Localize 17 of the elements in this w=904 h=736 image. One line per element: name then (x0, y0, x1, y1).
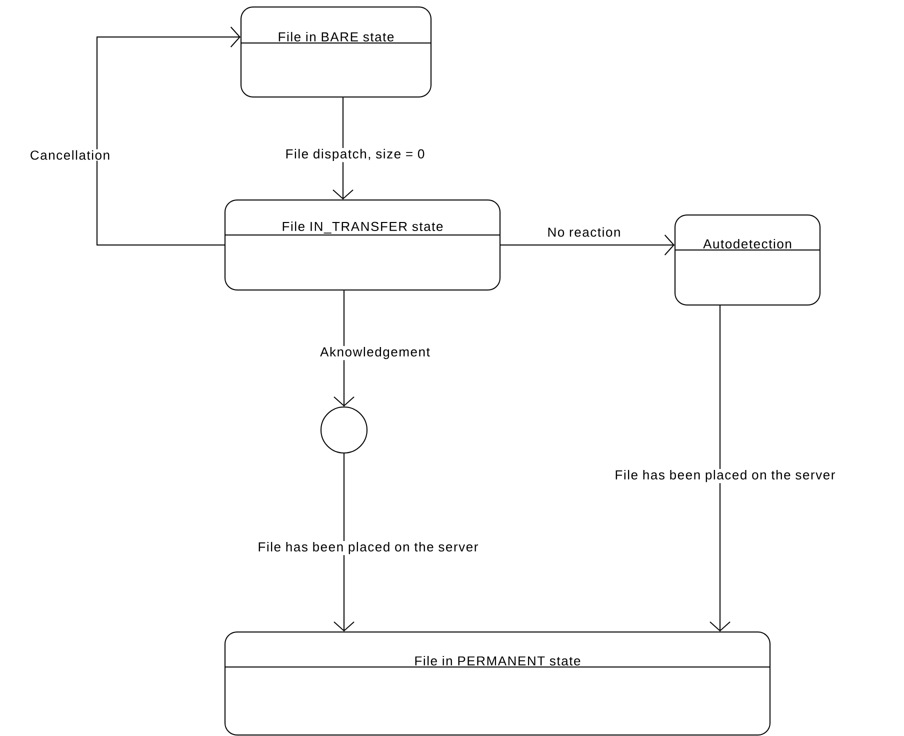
junction-circle (320, 406, 368, 454)
arrow (332, 97, 354, 200)
arrow (500, 234, 675, 256)
state-box: File in BARE state (240, 6, 432, 98)
arrow (334, 290, 354, 406)
state-box: Autodetection (674, 214, 820, 306)
edge-label: Aknowledgement (319, 346, 431, 360)
edge-label: No reaction (546, 226, 622, 238)
arrow (710, 305, 730, 632)
arrow (96, 26, 240, 246)
edge-label: File has been placed on the server (256, 540, 480, 556)
state-box: File in PERMANENT state (224, 632, 770, 736)
state-box: File IN_TRANSFER state (224, 200, 500, 290)
edge-label: File dispatch, size = 0 (284, 148, 426, 162)
edge-label: File has been placed on the server (614, 468, 836, 484)
arrow (334, 453, 354, 632)
edge-label: Cancellation (28, 149, 112, 161)
